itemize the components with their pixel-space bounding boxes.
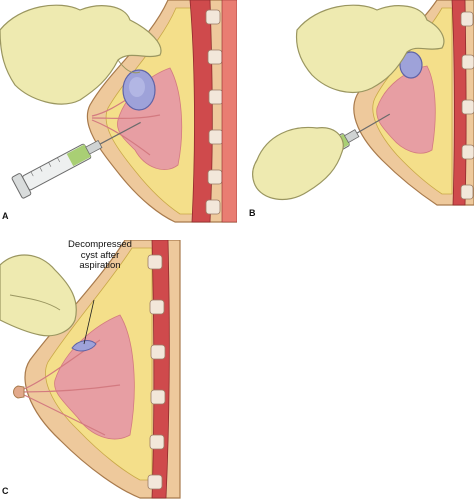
- annotation-label: Decompressed cyst after aspiration: [60, 239, 140, 272]
- panel-b: B: [237, 0, 474, 225]
- gloved-hand-bottom: [251, 126, 344, 200]
- panel-label-a: A: [2, 211, 9, 221]
- panel-a-illustration: [0, 0, 237, 223]
- decompressed-cyst: [71, 340, 97, 352]
- gloved-hand: [0, 4, 162, 105]
- annotation-line-2: cyst after: [80, 249, 120, 261]
- gloved-hand-top: [295, 4, 445, 94]
- ribs: [147, 254, 166, 490]
- panel-b-illustration: [251, 0, 474, 206]
- panel-c-illustration: [0, 240, 181, 499]
- annotation-leader-line: [83, 299, 95, 345]
- pectoral-muscle: [151, 240, 170, 499]
- panel-c: Decompressed cyst after aspiration C: [0, 239, 237, 500]
- syringe: [11, 121, 141, 199]
- panel-label-c: C: [2, 486, 9, 496]
- chest-wall: [221, 0, 237, 223]
- annotation-line-1: Decompressed: [68, 239, 132, 250]
- panel-a: A: [0, 0, 237, 225]
- nipple: [13, 385, 25, 399]
- annotation-line-3: aspiration: [79, 260, 121, 271]
- cyst: [399, 51, 423, 79]
- glandular-tissue: [54, 314, 135, 440]
- gloved-hand: [0, 254, 77, 337]
- ribs: [205, 9, 224, 215]
- panel-label-b: B: [249, 208, 256, 218]
- ribs: [460, 11, 474, 200]
